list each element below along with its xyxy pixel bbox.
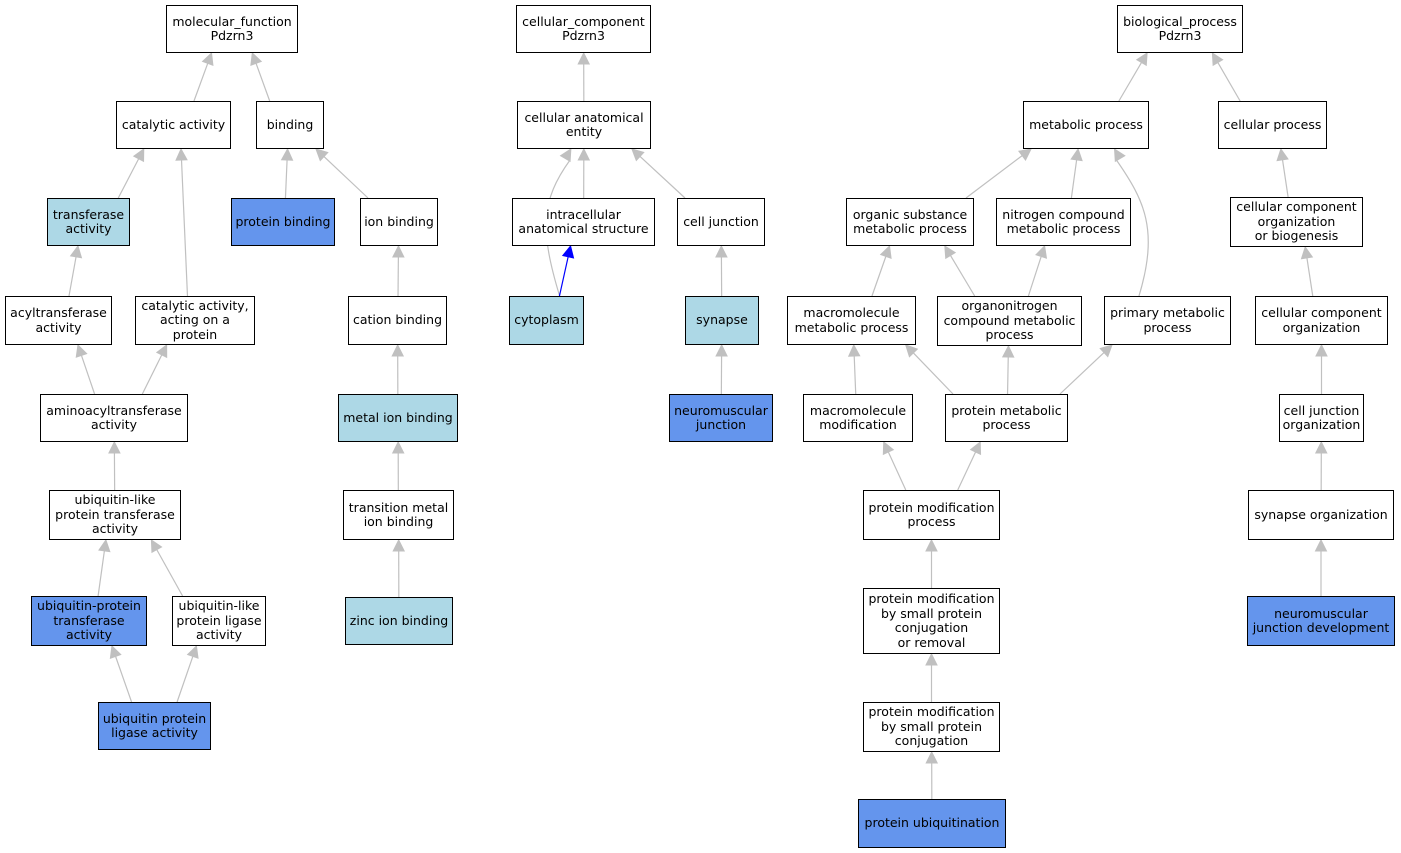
edge-nmj-dev-to-synapse-org	[1314, 538, 1328, 596]
edge-ub-transferase-to-ubl-transferase	[97, 538, 111, 597]
edge-transition-metal-to-metal-ion	[391, 440, 405, 491]
edge-macromol-mod-to-macromol-met	[847, 343, 861, 395]
edge-pmsp-cr-to-prot-mod	[925, 538, 938, 588]
edge-anat-entity-to-cc-root	[577, 51, 591, 102]
edge-ub-ligase-to-ubl-ligase	[176, 644, 199, 703]
edge-ubiquitination-to-pmsp-c	[925, 750, 939, 800]
edge-protein-met-to-primary	[1059, 344, 1113, 395]
go-term-prot-mod: protein modification process	[863, 490, 1000, 540]
go-term-synapse: synapse	[685, 296, 759, 345]
edge-synapse-to-cell-junction	[715, 244, 728, 297]
edge-ubl-transferase-to-aminoacyl	[108, 440, 121, 491]
edge-cjo-to-cco	[1315, 343, 1328, 394]
go-term-transition-metal: transition metal ion binding	[343, 490, 454, 540]
edge-organonitrogen-to-nitrogen	[1027, 244, 1048, 297]
edge-catalytic-to-mf-root	[193, 51, 214, 102]
go-term-nitrogen: nitrogen compound metabolic process	[996, 198, 1131, 246]
edge-zinc-to-transition-metal	[392, 538, 406, 598]
edge-prot-mod-to-protein-met	[957, 440, 982, 491]
go-term-cation-binding: cation binding	[348, 296, 447, 345]
edge-pmsp-c-to-pmsp-cr	[925, 652, 938, 702]
edge-cytoplasm-to-intracellular	[558, 244, 575, 297]
go-term-cell-junction: cell junction	[677, 198, 765, 246]
go-term-ubl-transferase: ubiquitin-like protein transferase activ…	[49, 490, 181, 540]
go-term-acyltransferase: acyltransferase activity	[5, 296, 112, 345]
edge-nmj-to-synapse	[715, 343, 728, 395]
go-term-cellular-process: cellular process	[1218, 101, 1327, 149]
edge-protein-met-to-macromol-met	[904, 344, 954, 395]
go-term-cco: cellular component organization	[1255, 296, 1388, 345]
go-term-protein-binding: protein binding	[231, 198, 335, 246]
go-term-metal-ion: metal ion binding	[338, 394, 458, 442]
go-term-cytoplasm: cytoplasm	[509, 296, 584, 345]
edge-nitrogen-to-metabolic	[1070, 147, 1083, 199]
edge-aminoacyl-to-acyltransferase	[75, 343, 96, 395]
go-term-macromol-met: macromolecule metabolic process	[787, 296, 916, 345]
go-term-ub-transferase: ubiquitin-protein transferase activity	[31, 596, 147, 646]
edge-protein-binding-to-binding	[280, 147, 294, 199]
edge-transferase-to-catalytic	[117, 148, 145, 199]
edge-metabolic-to-bp-root	[1118, 52, 1148, 102]
edge-cco-to-ccob	[1300, 245, 1314, 297]
go-term-nmj: neuromuscular junction	[669, 394, 773, 442]
go-term-macromol-mod: macromolecule modification	[803, 394, 913, 442]
edge-organic-sub-to-metabolic	[965, 148, 1032, 199]
edge-cellular-process-to-bp-root	[1211, 52, 1241, 102]
go-term-intracellular: intracellular anatomical structure	[512, 198, 655, 246]
go-term-ccob: cellular component organization or bioge…	[1230, 197, 1363, 247]
edge-metal-ion-to-cation-binding	[391, 343, 405, 395]
go-term-ion-binding: ion binding	[360, 198, 438, 246]
go-term-organic-sub: organic substance metabolic process	[846, 198, 974, 246]
edge-macromol-met-to-organic-sub	[871, 244, 892, 297]
edge-ubl-ligase-to-ubl-transferase	[150, 539, 184, 597]
go-term-protein-met: protein metabolic process	[945, 394, 1068, 442]
go-term-primary: primary metabolic process	[1104, 296, 1231, 345]
go-term-binding: binding	[256, 101, 324, 149]
go-term-ub-ligase: ubiquitin protein ligase activity	[98, 702, 211, 750]
go-term-bp-root: biological_process Pdzrn3	[1117, 5, 1243, 53]
edge-cell-junction-to-anat-entity	[631, 148, 686, 199]
go-term-synapse-org: synapse organization	[1248, 490, 1394, 540]
edge-ub-ligase-to-ub-transferase	[109, 644, 133, 703]
edge-protein-met-to-organonitrogen	[1001, 344, 1015, 395]
go-term-pmsp-cr: protein modification by small protein co…	[863, 588, 1000, 654]
edge-synapse-org-to-cjo	[1314, 440, 1328, 491]
edge-cat-protein-to-catalytic	[175, 147, 189, 297]
go-term-mf-root: molecular_function Pdzrn3	[166, 5, 298, 53]
go-term-aminoacyl: aminoacyltransferase activity	[40, 394, 188, 442]
go-term-zinc: zinc ion binding	[345, 597, 453, 645]
go-term-organonitrogen: organonitrogen compound metabolic proces…	[937, 296, 1082, 346]
edge-ion-binding-to-binding	[315, 148, 369, 199]
edge-acyltransferase-to-transferase	[68, 244, 83, 297]
go-term-cjo: cell junction organization	[1279, 394, 1364, 442]
edge-cation-binding-to-ion-binding	[392, 244, 405, 297]
edge-binding-to-mf-root	[250, 51, 271, 102]
go-term-catalytic: catalytic activity	[116, 101, 231, 149]
go-term-metabolic: metabolic process	[1023, 101, 1149, 149]
edge-organonitrogen-to-organic-sub	[944, 245, 976, 297]
go-term-transferase: transferase activity	[47, 198, 130, 246]
go-term-cc-root: cellular_component Pdzrn3	[516, 5, 651, 53]
go-term-anat-entity: cellular anatomical entity	[517, 101, 651, 149]
edge-ccob-to-cellular-process	[1276, 147, 1289, 198]
edge-primary-to-metabolic	[1113, 148, 1149, 297]
go-term-pmsp-c: protein modification by small protein co…	[863, 702, 1000, 752]
go-term-ubl-ligase: ubiquitin-like protein ligase activity	[172, 596, 266, 646]
edge-prot-mod-to-macromol-mod	[882, 440, 907, 491]
go-term-ubiquitination: protein ubiquitination	[858, 799, 1006, 848]
edge-intracellular-to-anat-entity	[577, 147, 591, 199]
edge-aminoacyl-to-cat-protein	[141, 343, 168, 395]
go-term-cat-protein: catalytic activity, acting on a protein	[135, 296, 255, 345]
go-term-nmj-dev: neuromuscular junction development	[1247, 596, 1395, 646]
